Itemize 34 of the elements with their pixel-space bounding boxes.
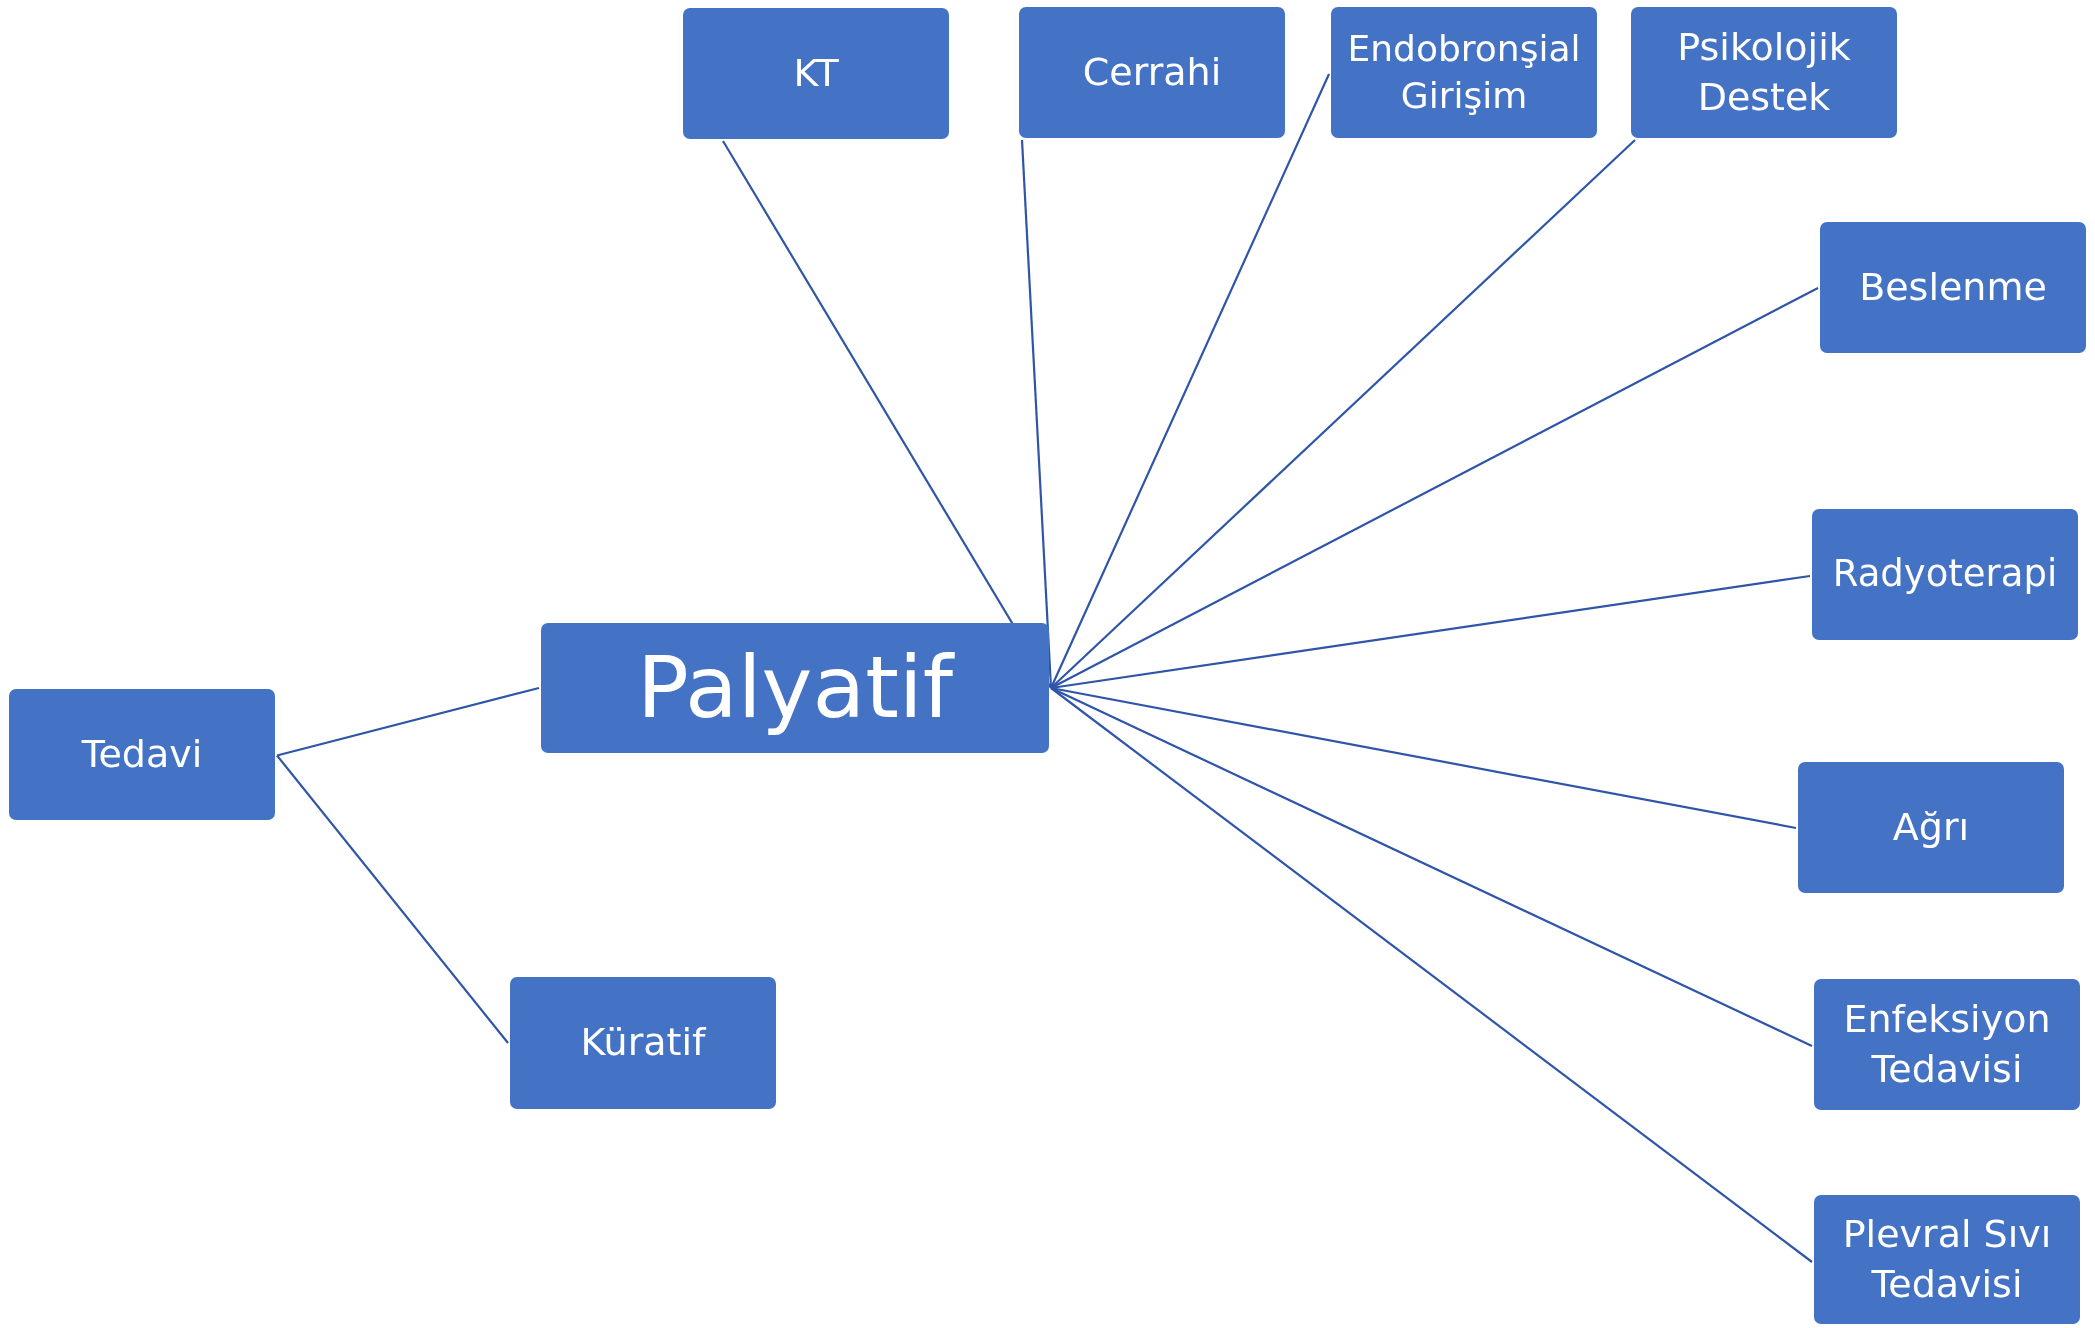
- topic-label: Cerrahi: [1082, 48, 1222, 96]
- connector-line: [1050, 287, 1819, 689]
- connector-line: [1050, 687, 1813, 1263]
- topic-box: [1814, 979, 2080, 1110]
- central-topic-box: [541, 623, 1049, 753]
- topic-box: [1798, 762, 2064, 893]
- topic-label: Palyatif: [636, 636, 954, 740]
- topic-box: [1331, 7, 1597, 138]
- topic-box: [1631, 7, 1897, 138]
- topic-label: Endobronşial Girişim: [1346, 26, 1582, 118]
- topic-label: Küratif: [580, 1019, 706, 1067]
- topic-label: Ağrı: [1892, 803, 1970, 851]
- connector-line: [276, 754, 509, 1044]
- topic-label: Plevral Sıvı Tedavisi: [1841, 1211, 2053, 1308]
- topic-label: Tedavi: [81, 730, 203, 778]
- topic-label: Enfeksiyon Tedavisi: [1842, 996, 2052, 1093]
- connector-line: [1050, 687, 1813, 1047]
- topic-label: KT: [793, 49, 839, 97]
- topic-box: [683, 8, 949, 139]
- connector-line: [722, 140, 1052, 689]
- connector-line: [1050, 686, 1797, 830]
- topic-box: [510, 977, 776, 1109]
- connector-line: [1050, 139, 1636, 689]
- topic-box: [1019, 7, 1285, 138]
- topic-label: Radyoterapi: [1832, 551, 2058, 598]
- topic-box: [1812, 509, 2078, 640]
- topic-label: Psikolojik Destek: [1676, 24, 1852, 121]
- topic-label: Beslenme: [1859, 263, 2047, 311]
- topic-box: [9, 689, 275, 820]
- connector-line: [276, 686, 540, 757]
- topic-box: [1820, 222, 2086, 353]
- connector-line: [1050, 73, 1330, 689]
- connector-line: [1020, 139, 1053, 689]
- topic-box: [1814, 1195, 2080, 1324]
